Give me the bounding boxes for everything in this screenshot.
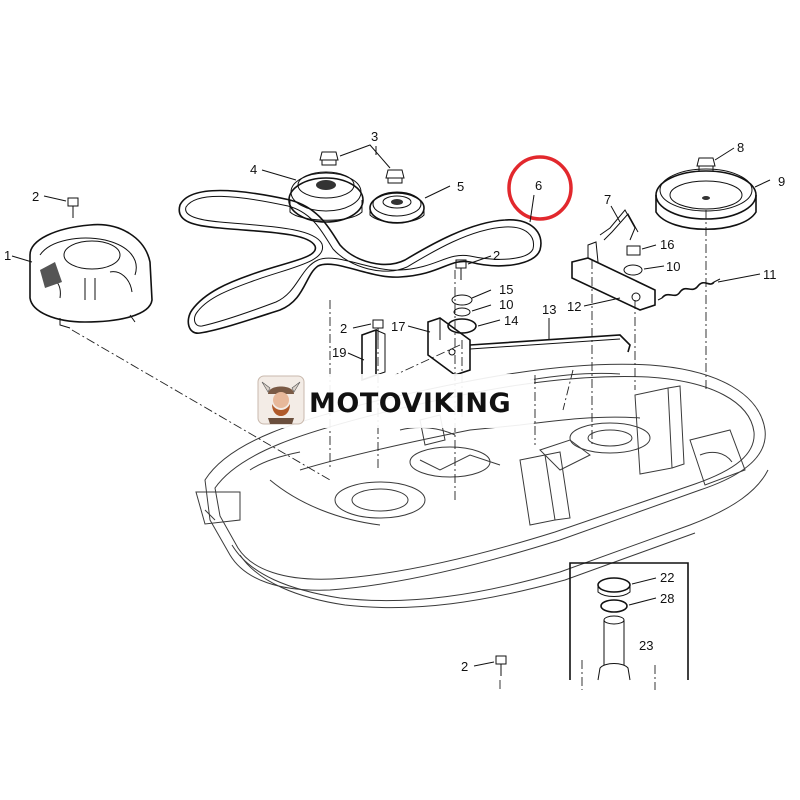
callout-7: 7 <box>604 192 611 207</box>
callout-4: 4 <box>250 162 257 177</box>
rod-13 <box>469 334 631 353</box>
callout-3: 3 <box>371 129 378 144</box>
bracket-19 <box>361 328 386 382</box>
callout-15: 15 <box>499 282 513 297</box>
callout-12: 12 <box>567 299 581 314</box>
callout-1: 1 <box>4 248 11 263</box>
flange-nuts-3 <box>319 144 405 184</box>
bolts-2 <box>67 197 507 676</box>
callout-23: 23 <box>639 638 653 653</box>
callout-2-bracket-bolt: 2 <box>340 321 347 336</box>
mower-belt <box>178 189 542 334</box>
callout-5: 5 <box>457 179 464 194</box>
callout-10-bracket: 10 <box>666 259 680 274</box>
watermark: MOTOVIKING <box>252 374 534 428</box>
leader-lines <box>71 210 707 690</box>
spindle-inset <box>569 562 689 681</box>
spindle-pulley <box>655 157 757 231</box>
washer-stack <box>447 294 477 334</box>
callout-2-idler-bolt: 2 <box>493 248 500 263</box>
idler-arm-bracket <box>571 209 721 311</box>
callout-2-lower-bolt: 2 <box>461 659 468 674</box>
callout-14: 14 <box>504 313 518 328</box>
callout-6: 6 <box>535 178 542 193</box>
watermark-text: MOTOVIKING <box>309 388 511 419</box>
highlight-circle <box>507 155 573 221</box>
callout-leaders <box>11 146 771 667</box>
pulley-large-stepped <box>288 171 364 223</box>
pulley-cover <box>29 223 153 329</box>
viking-logo-icon <box>257 375 305 425</box>
watermark-backdrop <box>252 374 534 428</box>
callout-labels: 1 2 2 2 2 3 4 5 6 7 8 9 10 10 11 12 13 1… <box>4 129 785 674</box>
callout-9: 9 <box>778 174 785 189</box>
callout-22: 22 <box>660 570 674 585</box>
callout-11: 11 <box>763 267 777 282</box>
idler-pulley <box>369 191 425 224</box>
bracket-17 <box>427 317 471 376</box>
callout-28: 28 <box>660 591 674 606</box>
callout-13: 13 <box>542 302 556 317</box>
callout-19: 19 <box>332 345 346 360</box>
callout-10-upper: 10 <box>499 297 513 312</box>
callout-8: 8 <box>737 140 744 155</box>
callout-2-cover-bolt: 2 <box>32 189 39 204</box>
callout-16: 16 <box>660 237 674 252</box>
callout-17: 17 <box>391 319 405 334</box>
